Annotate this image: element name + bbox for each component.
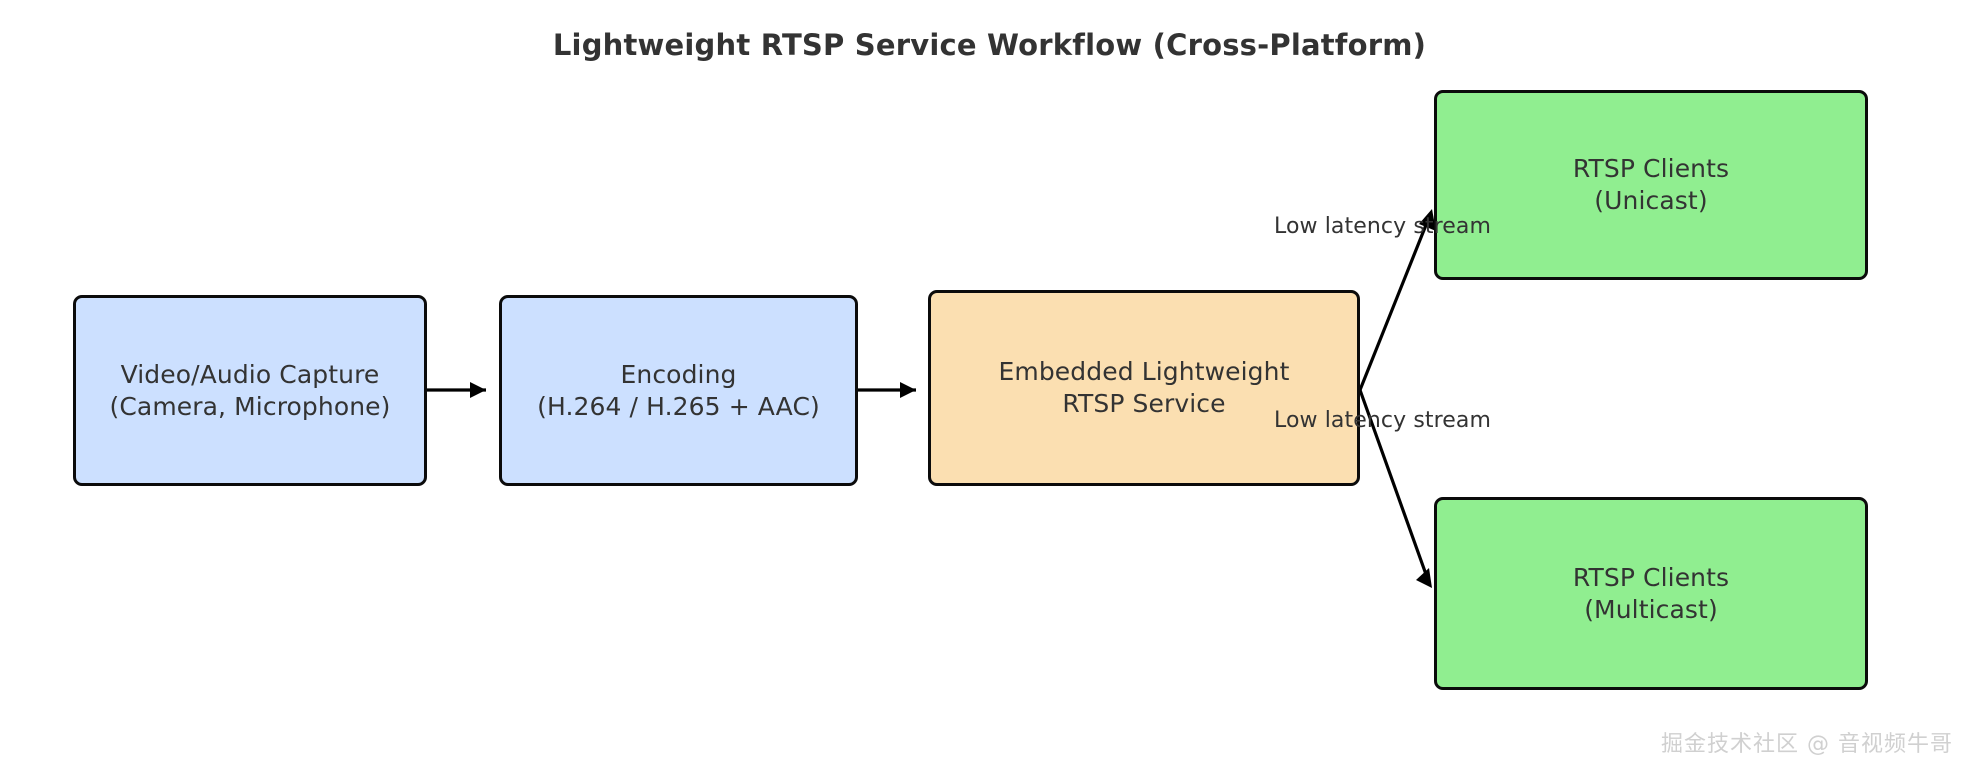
edge-capture-to-encoding [427,382,486,398]
node-encoding[interactable]: Encoding (H.264 / H.265 + AAC) [499,295,858,486]
edge-service-to-multicast [1358,389,1432,588]
edge-encoding-to-service [858,382,916,398]
edge-label-service-to-unicast: Low latency stream [1274,214,1492,239]
watermark: 掘金技术社区 @ 音视频牛哥 [1661,732,1953,757]
diagram-title: Lightweight RTSP Service Workflow (Cross… [552,28,1427,62]
edge-label-service-to-multicast: Low latency stream [1274,408,1492,433]
node-embedded-rtsp-service[interactable]: Embedded Lightweight RTSP Service [928,290,1360,486]
node-rtsp-clients-unicast[interactable]: RTSP Clients (Unicast) [1434,90,1868,280]
node-rtsp-clients-multicast[interactable]: RTSP Clients (Multicast) [1434,497,1868,690]
edge-service-to-unicast [1358,209,1436,391]
node-video-audio-capture[interactable]: Video/Audio Capture (Camera, Microphone) [73,295,427,486]
